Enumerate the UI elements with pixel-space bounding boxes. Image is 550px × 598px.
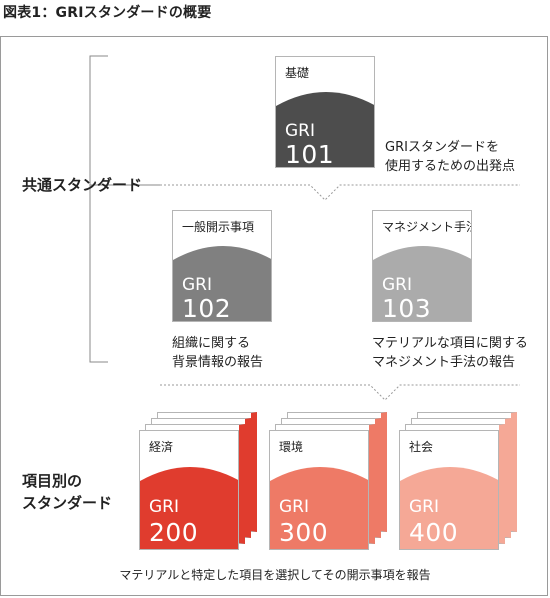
description-line: 背景情報の報告 [172,355,264,370]
gri-300-card: 環境 GRI 300 [269,430,369,550]
card-caption: 基礎 [285,66,310,80]
card-number: 102 [182,294,232,322]
label-line: 項目別の [22,472,83,490]
description-line: 組織に関する [172,336,251,351]
description-line: マネジメント手法の報告 [372,355,516,370]
gri-103-description: マテリアルな項目に関する マネジメント手法の報告 [372,334,528,372]
diagram-frame [0,36,548,596]
footer-caption: マテリアルと特定した項目を選択してその開示事項を報告 [119,568,431,582]
gri-400-card: 社会 GRI 400 [399,430,499,550]
card-caption: 経済 [149,440,174,454]
topic-standards-label: 項目別の スタンダード [22,470,112,514]
card-number: 103 [382,294,432,322]
common-standards-label: 共通スタンダード [22,176,143,194]
card-caption: 環境 [279,440,304,454]
card-caption: マネジメント手法 [382,220,472,234]
gri-102-description: 組織に関する 背景情報の報告 [172,334,263,372]
card-tile [270,467,368,549]
description-line: マテリアルな項目に関する [372,336,528,351]
card-gri-text: GRI [409,497,439,517]
card-gri-text: GRI [285,121,315,141]
gri-200-card: 経済 GRI 200 [139,430,239,550]
card-caption: 一般開示事項 [182,220,255,234]
card-gri-text: GRI [382,275,412,295]
figure-title: 図表1：GRIスタンダードの概要 [3,5,212,21]
gri-102-card: 一般開示事項 GRI 102 [172,210,272,322]
card-tile [140,467,238,549]
card-number: 200 [149,518,199,547]
gri-101-card: 基礎 GRI 101 [275,56,375,168]
label-line: スタンダード [22,494,113,512]
card-tile [276,92,374,167]
card-gri-text: GRI [182,275,212,295]
gri-101-description: GRIスタンダードを 使用するための出発点 [385,138,515,176]
card-number: 101 [285,140,335,168]
card-gri-text: GRI [279,497,309,517]
description-line: 使用するための出発点 [385,159,516,174]
card-number: 400 [409,518,459,547]
gri-103-card: マネジメント手法 GRI 103 [372,210,472,322]
card-number: 300 [279,518,329,547]
card-tile [400,467,498,549]
description-line: GRIスタンダードを [385,140,499,155]
card-tile [373,246,471,321]
card-caption: 社会 [409,440,434,454]
card-tile [173,246,271,321]
card-gri-text: GRI [149,497,179,517]
